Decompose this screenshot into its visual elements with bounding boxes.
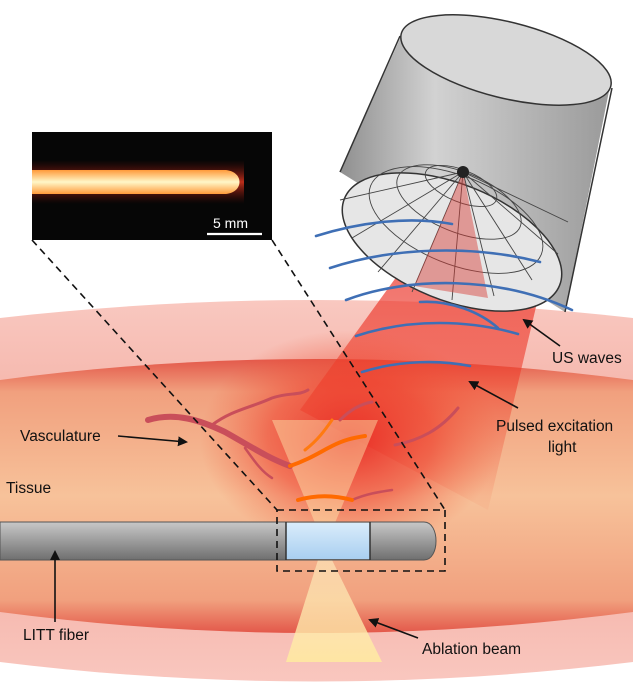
fiber-window <box>286 523 370 559</box>
us-transducer <box>339 14 613 313</box>
litt-fiber <box>0 509 446 572</box>
us-wave-1 <box>314 219 454 238</box>
us-wave-5 <box>360 360 472 374</box>
array-ring-2 <box>396 164 522 240</box>
us-wave-6 <box>418 300 500 330</box>
ablation-beam <box>272 420 382 662</box>
array-ring-1 <box>368 166 544 274</box>
label-us-waves: US waves <box>552 350 622 367</box>
arrow-pulsed-excitation <box>468 381 519 409</box>
zoom-line-right <box>271 239 446 511</box>
us-wave-2 <box>328 249 542 270</box>
arrow-ablation-beam <box>368 618 419 639</box>
label-litt-fiber: LITT fiber <box>23 627 89 644</box>
label-pulsed-excitation-1: Pulsed excitation <box>496 418 613 435</box>
vessel-hot-2 <box>303 418 334 452</box>
vessel-branch-1 <box>210 388 310 427</box>
vessel-hot-3 <box>296 494 354 502</box>
vessel-main <box>145 413 293 469</box>
inset-photo: 5 mm <box>32 132 272 240</box>
annotations: Vasculature Tissue LITT fiber US waves P… <box>6 318 622 658</box>
array-light-sector <box>414 172 488 298</box>
transducer-array-face <box>339 164 569 312</box>
vessel-hot-1 <box>288 434 367 468</box>
label-vasculature: Vasculature <box>20 428 101 445</box>
label-tissue: Tissue <box>6 480 51 497</box>
transducer-cylinder-top <box>400 14 612 106</box>
arrow-us-waves <box>522 318 561 347</box>
us-wave-3 <box>344 281 574 312</box>
vessel-branch-5 <box>350 488 394 502</box>
zoom-lines <box>31 239 446 511</box>
zoom-line-left <box>31 239 278 511</box>
label-pulsed-excitation-2: light <box>548 439 577 456</box>
transducer-cylinder-outline <box>339 35 613 313</box>
array-spokes <box>339 171 569 301</box>
array-center-aperture <box>457 166 469 178</box>
arrow-vasculature <box>117 435 188 447</box>
vessel-branch-3 <box>338 400 374 422</box>
label-ablation-beam: Ablation beam <box>422 641 521 658</box>
ablation-beam-lower <box>286 560 382 662</box>
inset-scale-label: 5 mm <box>213 215 248 231</box>
inset-fiber-tip <box>32 170 240 194</box>
us-waves <box>314 219 574 374</box>
vessel-branch-2 <box>243 446 274 480</box>
ablation-beam-upper <box>272 420 378 530</box>
us-wave-4 <box>354 321 520 338</box>
zoom-region-box <box>276 509 446 572</box>
